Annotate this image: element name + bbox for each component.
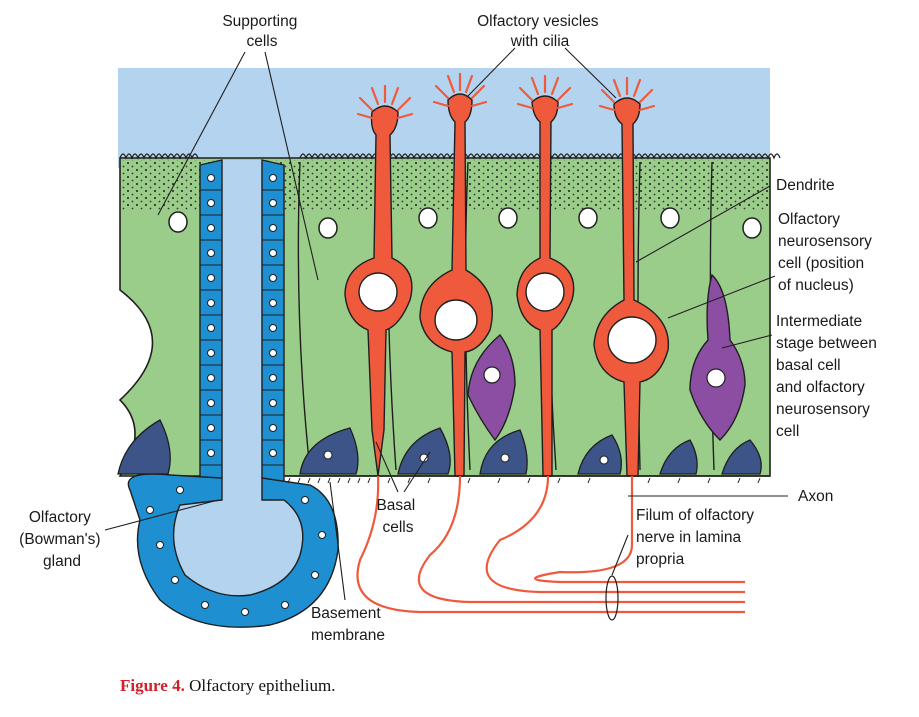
filum-bracket <box>605 575 619 621</box>
basal-cell-nuclei <box>323 450 609 465</box>
intermediate-cell-nuclei <box>483 366 726 388</box>
label-olfactory-vesicles: Olfactory vesicles with cilia <box>477 13 603 50</box>
label-basement-membrane: Basement membrane <box>311 605 385 644</box>
leader-lines <box>104 47 788 601</box>
caption-figure-number: Figure 4. <box>120 676 185 695</box>
label-axon: Axon <box>798 488 833 505</box>
gland-cell-divisions <box>200 189 284 466</box>
label-neurosensory-cell: Olfactory neurosensory cell (position of… <box>778 211 876 294</box>
mucus-layer <box>118 68 770 168</box>
label-dendrite: Dendrite <box>776 177 835 194</box>
label-basal-cells: Basal cells <box>376 497 419 536</box>
caption-text: Olfactory epithelium. <box>184 676 336 695</box>
figure-caption: Figure 4. Olfactory epithelium. <box>120 676 335 696</box>
intermediate-cells <box>467 273 746 442</box>
axon-bundle <box>356 475 745 614</box>
basement-membrane-hatch <box>287 477 761 484</box>
gland-cell-nuclei <box>146 174 326 616</box>
basal-cells <box>117 419 762 475</box>
neuron-cilia <box>356 72 656 120</box>
label-supporting-cells: Supporting cells <box>222 13 301 50</box>
supporting-cell-nuclei <box>168 207 762 239</box>
label-bowmans-gland: Olfactory (Bowman's) gland <box>19 509 105 570</box>
label-intermediate-stage: Intermediate stage between basal cell an… <box>776 313 881 440</box>
neuron-nuclei <box>358 272 657 364</box>
label-filum: Filum of olfactory nerve in lamina propr… <box>636 507 758 568</box>
